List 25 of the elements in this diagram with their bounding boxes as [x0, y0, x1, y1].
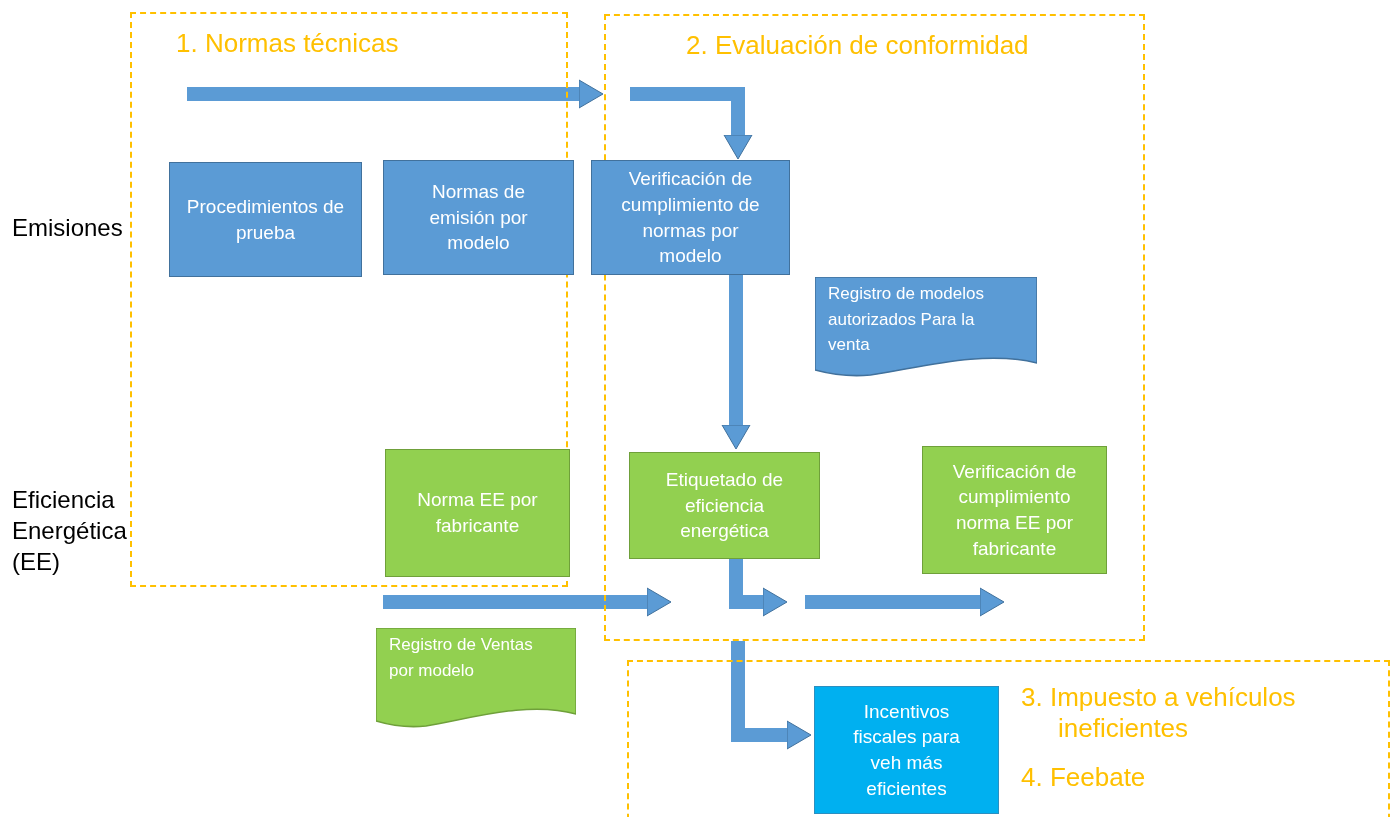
process-box: Verificación de cumplimiento de normas por modelo — [591, 160, 790, 275]
group-title: 3. Impuesto a vehículos ineficientes — [1021, 682, 1297, 745]
group-title: 1. Normas técnicas — [176, 28, 399, 60]
group-title: 4. Feebate — [1021, 762, 1146, 794]
dashed-group-frame — [627, 660, 1390, 817]
row-label: Emisiones — [12, 213, 124, 243]
document-shape — [815, 277, 1037, 377]
document-text: Registro de modelos autorizados Para la venta — [828, 283, 985, 356]
group-title: 2. Evaluación de conformidad — [686, 30, 1029, 62]
block-arrow — [187, 79, 604, 109]
process-box: Verificación de cumplimiento norma EE por fabricante — [922, 446, 1107, 574]
block-arrow — [731, 641, 812, 750]
document-shape — [376, 628, 576, 728]
dashed-group-frame — [130, 12, 568, 587]
process-box: Etiquetado de eficiencia energética — [629, 452, 820, 559]
document-text: Registro de Ventas por modelo — [389, 634, 534, 682]
block-arrow — [805, 587, 1005, 617]
process-box: Incentivos fiscales para veh más eficientes — [814, 686, 999, 814]
block-arrow — [721, 275, 751, 450]
process-box: Procedimientos de prueba — [169, 162, 362, 277]
row-label: Eficiencia Energética (EE) — [12, 485, 128, 578]
process-box: Norma EE por fabricante — [385, 449, 570, 577]
block-arrow — [729, 557, 788, 617]
block-arrow — [630, 87, 753, 160]
block-arrow — [383, 587, 672, 617]
